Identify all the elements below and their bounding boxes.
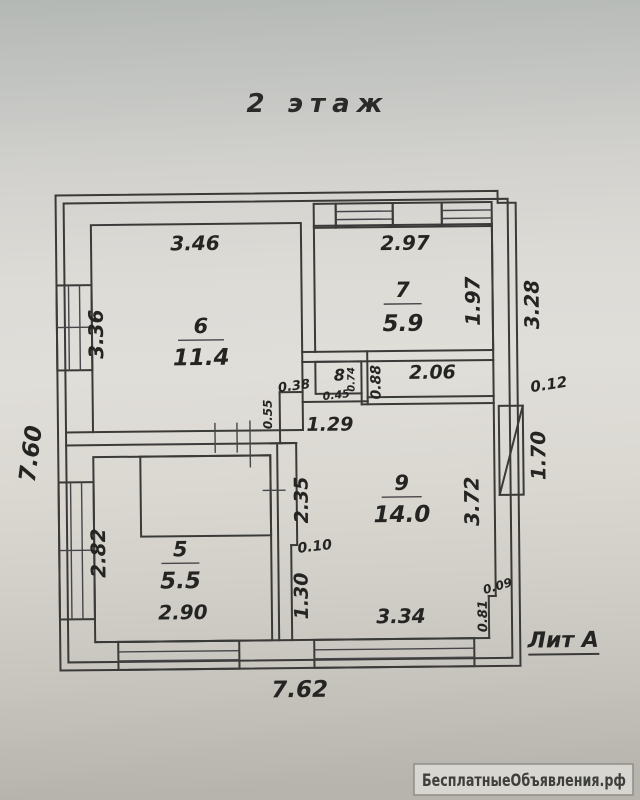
dim-room9-bottom: 3.34 (376, 604, 426, 629)
room-9-label: 9 14.0 (373, 471, 430, 529)
dim-right-top: 3.28 (519, 280, 544, 330)
dim-nook-width: 2.06 (409, 361, 456, 383)
room-8-number: 8 (334, 366, 345, 385)
dim-room6-top: 3.46 (170, 231, 220, 256)
watermark-text: БесплатныеОбъявления.рф (422, 771, 626, 791)
room-6-area: 11.4 (173, 345, 230, 372)
dim-room8-height: 0.74 (346, 367, 357, 392)
room-8-walls (301, 350, 369, 406)
dim-room5-left: 2.82 (86, 528, 111, 578)
room-7-label: 7 5.9 (382, 278, 423, 337)
dim-room9-left-lower: 1.30 (290, 572, 312, 619)
window-symbol-left-upper (55, 284, 94, 372)
dim-room7-right: 1.97 (460, 276, 485, 326)
room-8-area: 0.45 (322, 387, 351, 403)
room-5-label: 5 5.5 (160, 537, 201, 594)
dimension-labels: 3.46 3.36 2.97 1.97 3.28 0.12 1.70 0.74 … (15, 231, 569, 704)
dim-jog-width: 0.38 (277, 377, 311, 396)
window-symbols-top (312, 200, 493, 229)
dim-hall: 1.29 (306, 413, 353, 435)
dim-outer-left: 7.60 (15, 424, 48, 484)
room-9-number: 9 (394, 471, 409, 495)
dim-room9-jog: 0.09 (481, 575, 513, 597)
window-symbol-bottom-left (117, 639, 241, 671)
dim-right-jog: 0.12 (529, 373, 568, 396)
dim-room6-left: 3.36 (84, 309, 109, 359)
window-symbol-bottom-right (313, 637, 476, 669)
dim-outer-bottom: 7.62 (271, 677, 328, 704)
dim-room9-right-lower: 0.81 (476, 600, 491, 632)
litera-text: Лит А (527, 628, 599, 654)
dim-jog-height: 0.55 (261, 399, 275, 429)
window-symbol-right (497, 404, 525, 497)
room-5-area: 5.5 (160, 568, 201, 594)
room-6-label: 6 11.4 (173, 314, 230, 372)
room-7-area: 5.9 (382, 311, 423, 337)
floor-plan: 6 11.4 7 5.9 8 0.45 9 14.0 5 5.5 3.46 3.… (15, 189, 600, 704)
dim-room9-step: 0.10 (297, 537, 333, 557)
dim-right-window: 1.70 (526, 431, 551, 481)
dim-room5-bottom: 2.90 (158, 600, 208, 625)
room-5-number: 5 (173, 537, 188, 561)
dim-room7-top: 2.97 (380, 231, 430, 256)
room-6-number: 6 (193, 314, 208, 338)
dim-room9-left-upper: 2.35 (290, 476, 312, 523)
room-7-number: 7 (395, 278, 410, 302)
watermark: БесплатныеОбъявления.рф (413, 763, 634, 796)
litera-label: Лит А (527, 628, 600, 656)
window-symbol-left-lower (57, 481, 96, 621)
watermark-box (413, 763, 634, 796)
room-8-label: 8 0.45 (322, 366, 351, 404)
staircase (139, 420, 286, 538)
dim-nook-depth: 0.88 (368, 365, 384, 400)
dim-room9-right: 3.72 (459, 476, 484, 526)
floor-title: 2 этаж (246, 89, 389, 119)
room-9-area: 14.0 (373, 502, 430, 529)
